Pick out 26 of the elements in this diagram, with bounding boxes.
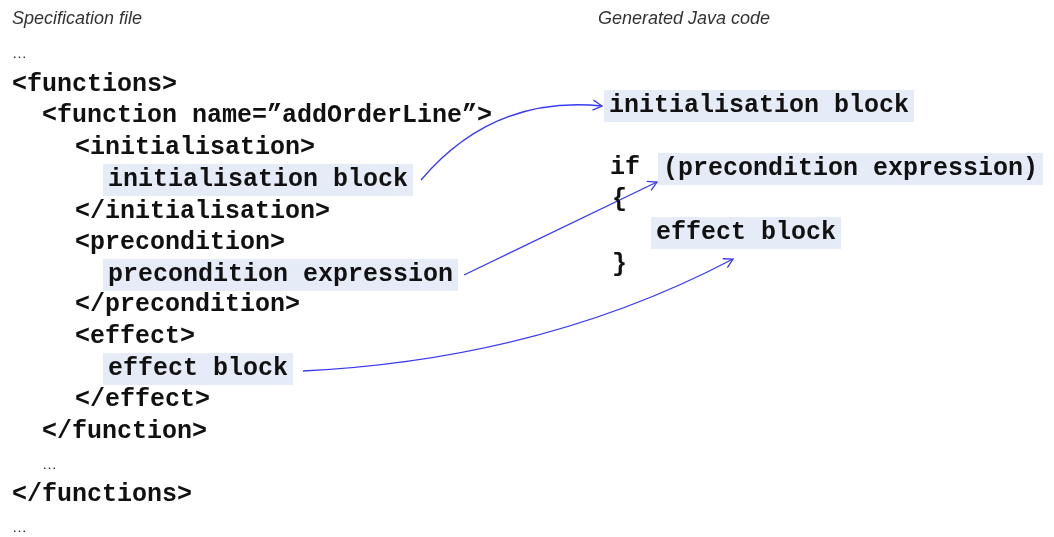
code-line: <precondition> [75,228,286,258]
code-line: <initialisation> [75,133,316,163]
code-line: <function name=”addOrderLine”> [42,101,493,131]
code-line: </function> [42,417,208,447]
code-line: </effect> [75,385,211,415]
highlighted-code: initialisation block [103,164,414,196]
highlighted-code: precondition expression [103,259,459,291]
code-line: </functions> [12,480,193,510]
heading: Specification file [12,8,143,29]
code-line: <effect> [75,322,196,352]
arrow [302,257,734,372]
arrow [420,99,603,181]
code-line: <functions> [12,70,178,100]
highlighted-code: initialisation block [604,90,915,122]
highlighted-code: effect block [651,217,842,249]
code-line: if [610,153,640,183]
ellipsis: … [12,518,27,535]
highlighted-code: effect block [103,353,294,385]
code-line: </initialisation> [75,197,331,227]
ellipsis: … [42,455,57,472]
heading: Generated Java code [598,8,771,29]
code-line: } [612,250,627,280]
arrow [463,180,658,276]
highlighted-code: (precondition expression) [658,153,1044,185]
ellipsis: … [12,44,27,61]
code-line: </precondition> [75,290,301,320]
